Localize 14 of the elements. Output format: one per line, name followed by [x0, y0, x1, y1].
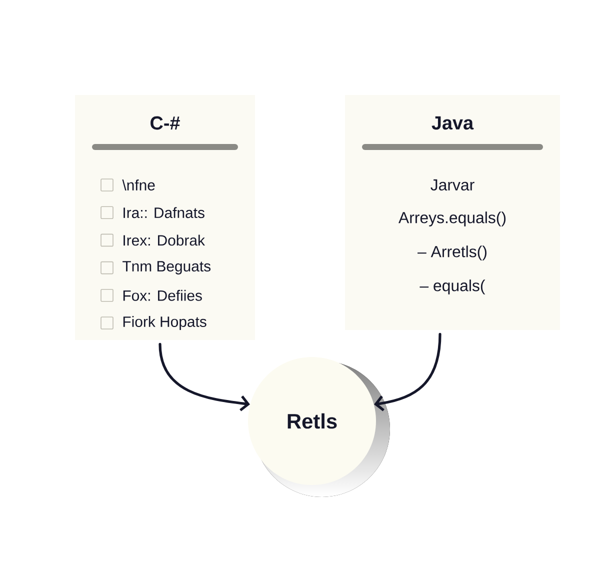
code-line: – Arretls() [418, 246, 486, 260]
list-item: Fox: Defiies [123, 290, 202, 301]
code-line: – equals( [420, 280, 486, 294]
list-item: Irex: Dobrak [124, 234, 205, 246]
list-item: Tnm Beguats [122, 261, 210, 274]
list-item: Fiork Hopats [123, 316, 206, 330]
list-item: \nfne [122, 180, 155, 190]
list-item: Ira:: Dafnats [124, 207, 204, 218]
heading: Java [432, 116, 474, 130]
heading: C-# [150, 116, 180, 130]
arrow [158, 342, 250, 412]
code-line: Arreys.equals() [398, 212, 506, 226]
code-line: Jarvar [430, 179, 474, 191]
arrow [374, 332, 442, 412]
